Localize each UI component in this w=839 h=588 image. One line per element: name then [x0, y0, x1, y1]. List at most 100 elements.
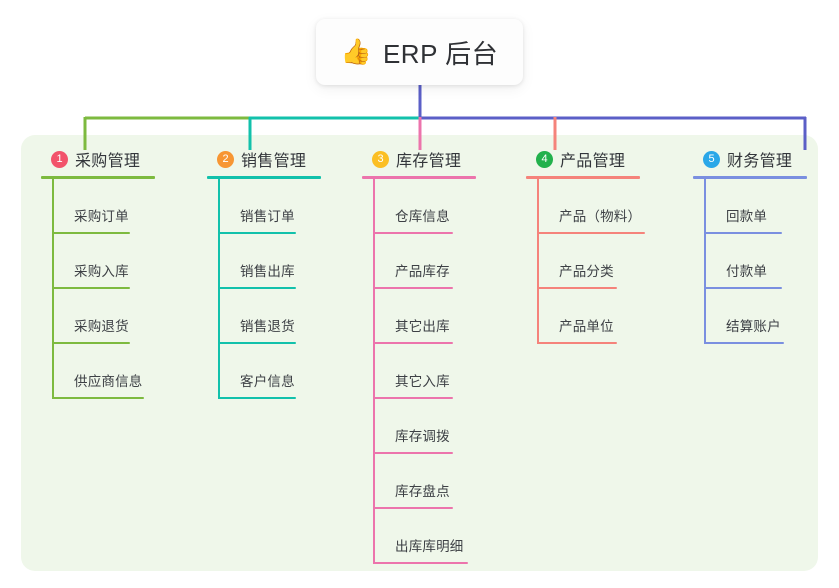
leaf-node[interactable]: 产品库存 [373, 234, 476, 289]
leaf-underline [373, 232, 453, 234]
leaf-node[interactable]: 采购入库 [52, 234, 155, 289]
leaf-node[interactable]: 其它出库 [373, 289, 476, 344]
branch-title-2: 销售管理 [241, 153, 307, 170]
leaf-node[interactable]: 采购订单 [52, 179, 155, 234]
leaf-underline [218, 232, 296, 234]
leaf-underline [704, 342, 784, 344]
leaf-label: 回款单 [726, 209, 768, 224]
branch-spine-1 [52, 179, 54, 399]
leaf-node[interactable]: 销售订单 [218, 179, 321, 234]
leaf-node[interactable]: 付款单 [704, 234, 807, 289]
leaf-label: 其它入库 [395, 374, 450, 389]
leaf-underline [52, 287, 130, 289]
branch-column-5: 5 财务管理回款单付款单结算账户 [693, 147, 807, 344]
branch-header-2[interactable]: 2 销售管理 [207, 147, 321, 171]
leaf-underline [218, 287, 296, 289]
leaf-underline [537, 287, 617, 289]
leaf-label: 产品（物料） [559, 209, 642, 224]
branch-header-3[interactable]: 3 库存管理 [362, 147, 476, 171]
diagram-background-panel [21, 135, 818, 571]
leaf-underline [373, 397, 453, 399]
branch-title-3: 库存管理 [396, 153, 462, 170]
leaf-underline [373, 342, 453, 344]
leaf-underline [373, 507, 453, 509]
root-title: ERP 后台 [382, 38, 499, 69]
leaf-underline [52, 232, 130, 234]
leaf-node[interactable]: 采购退货 [52, 289, 155, 344]
leaf-node[interactable]: 出库库明细 [373, 509, 476, 564]
root-node[interactable]: 👍 ERP 后台 [316, 19, 523, 85]
leaf-underline [52, 342, 130, 344]
leaf-node[interactable]: 供应商信息 [52, 344, 155, 399]
leaf-label: 采购订单 [74, 209, 129, 224]
leaf-node[interactable]: 产品单位 [537, 289, 640, 344]
leaf-underline [537, 232, 645, 234]
leaf-node[interactable]: 其它入库 [373, 344, 476, 399]
leaf-label: 结算账户 [726, 319, 781, 334]
branch-header-underline-5 [693, 176, 807, 179]
leaf-node[interactable]: 销售出库 [218, 234, 321, 289]
branch-items-3: 仓库信息产品库存其它出库其它入库库存调拨库存盘点出库库明细 [362, 179, 476, 564]
branch-column-2: 2 销售管理销售订单销售出库销售退货客户信息 [207, 147, 321, 399]
leaf-underline [52, 397, 144, 399]
leaf-label: 采购退货 [74, 319, 129, 334]
branch-header-underline-3 [362, 176, 476, 179]
branch-items-4: 产品（物料） 产品分类产品单位 [526, 179, 645, 344]
branch-spine-2 [218, 179, 220, 399]
branch-header-5[interactable]: 5 财务管理 [693, 147, 807, 171]
leaf-node[interactable]: 仓库信息 [373, 179, 476, 234]
branch-items-5: 回款单付款单结算账户 [693, 179, 807, 344]
branch-badge-2: 2 [217, 150, 234, 168]
branch-title-4: 产品管理 [560, 153, 626, 170]
leaf-label: 采购入库 [74, 264, 129, 279]
leaf-label: 付款单 [726, 264, 768, 279]
leaf-label: 出库库明细 [395, 539, 464, 554]
branch-items-1: 采购订单采购入库采购退货供应商信息 [41, 179, 155, 399]
branch-header-underline-2 [207, 176, 321, 179]
leaf-label: 产品库存 [395, 264, 450, 279]
leaf-label: 其它出库 [395, 319, 450, 334]
branch-column-3: 3 库存管理仓库信息产品库存其它出库其它入库库存调拨库存盘点出库库明细 [362, 147, 476, 564]
branch-column-4: 4 产品管理产品（物料） 产品分类产品单位 [526, 147, 645, 344]
leaf-label: 销售订单 [240, 209, 295, 224]
leaf-label: 销售退货 [240, 319, 295, 334]
branch-spine-3 [373, 179, 375, 564]
branch-header-1[interactable]: 1 采购管理 [41, 147, 155, 171]
leaf-label: 产品单位 [559, 319, 614, 334]
leaf-node[interactable]: 结算账户 [704, 289, 807, 344]
branch-badge-3: 3 [372, 150, 389, 168]
leaf-label: 库存调拨 [395, 429, 450, 444]
leaf-underline [704, 232, 782, 234]
leaf-node[interactable]: 客户信息 [218, 344, 321, 399]
branch-header-4[interactable]: 4 产品管理 [526, 147, 640, 171]
leaf-node[interactable]: 销售退货 [218, 289, 321, 344]
branch-badge-1: 1 [51, 150, 68, 168]
branch-badge-4: 4 [536, 150, 553, 168]
branch-title-1: 采购管理 [75, 153, 141, 170]
leaf-label: 供应商信息 [74, 374, 143, 389]
leaf-node[interactable]: 库存调拨 [373, 399, 476, 454]
thumbs-up-icon: 👍 [340, 37, 372, 66]
leaf-label: 销售出库 [240, 264, 295, 279]
branch-column-1: 1 采购管理采购订单采购入库采购退货供应商信息 [41, 147, 155, 399]
branch-items-2: 销售订单销售出库销售退货客户信息 [207, 179, 321, 399]
leaf-underline [373, 452, 453, 454]
leaf-label: 库存盘点 [395, 484, 450, 499]
branch-spine-4 [537, 179, 539, 344]
leaf-node[interactable]: 产品分类 [537, 234, 640, 289]
branch-header-underline-1 [41, 176, 155, 179]
leaf-label: 仓库信息 [395, 209, 450, 224]
leaf-underline [218, 397, 296, 399]
leaf-underline [373, 562, 468, 564]
leaf-node[interactable]: 库存盘点 [373, 454, 476, 509]
branch-title-5: 财务管理 [727, 153, 793, 170]
leaf-underline [218, 342, 296, 344]
leaf-node[interactable]: 回款单 [704, 179, 807, 234]
branch-badge-5: 5 [703, 150, 720, 168]
leaf-label: 产品分类 [559, 264, 614, 279]
leaf-node[interactable]: 产品（物料） [537, 179, 645, 234]
branch-spine-5 [704, 179, 706, 344]
leaf-underline [373, 287, 453, 289]
leaf-label: 客户信息 [240, 374, 295, 389]
